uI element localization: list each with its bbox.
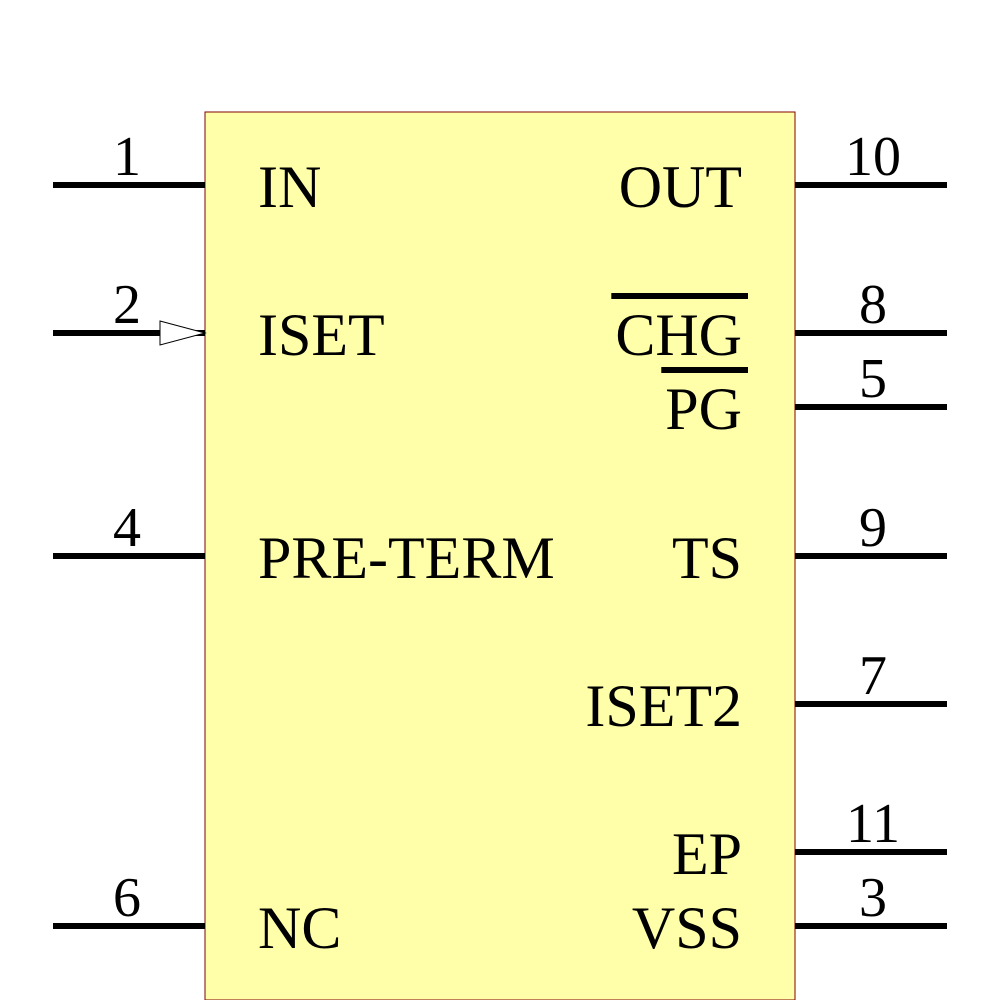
pin-label: IN xyxy=(258,154,321,220)
pin-label: NC xyxy=(258,895,341,961)
pin-label: TS xyxy=(672,525,742,591)
pin-4: 4 PRE-TERM xyxy=(53,497,555,591)
pin-number: 8 xyxy=(859,274,887,336)
pin-label: CHG xyxy=(615,302,742,368)
pin-3: 3 VSS xyxy=(632,867,947,961)
pin-label: OUT xyxy=(619,154,742,220)
pin-number: 4 xyxy=(113,497,141,559)
pin-7: 7 ISET2 xyxy=(585,645,947,739)
pin-number: 10 xyxy=(845,126,901,188)
pin-label: VSS xyxy=(632,895,742,961)
left-pins: 1 IN 2 ISET 4 PRE-TERM 6 NC xyxy=(53,126,555,961)
pin-label: PRE-TERM xyxy=(258,525,555,591)
pin-number: 6 xyxy=(113,867,141,929)
pin-10: 10 OUT xyxy=(619,126,947,220)
pin-number: 9 xyxy=(859,497,887,559)
pin-11: 11 EP xyxy=(672,793,947,887)
pin-number: 1 xyxy=(113,126,141,188)
ic-body xyxy=(204,111,796,1000)
clock-input-marker xyxy=(159,320,207,346)
pin-label: ISET xyxy=(258,302,385,368)
pin-number: 5 xyxy=(859,348,887,410)
pin-number: 2 xyxy=(113,274,141,336)
pin-6: 6 NC xyxy=(53,867,341,961)
pin-9: 9 TS xyxy=(672,497,947,591)
pin-label: EP xyxy=(672,821,742,887)
pin-label: ISET2 xyxy=(585,673,742,739)
pin-5: 5 PG xyxy=(661,348,947,442)
pin-number: 11 xyxy=(846,793,900,855)
pin-2: 2 ISET xyxy=(53,274,385,368)
pin-number: 7 xyxy=(859,645,887,707)
pin-1: 1 IN xyxy=(53,126,321,220)
pin-number: 3 xyxy=(859,867,887,929)
right-pins: 10 OUT 8 CHG 5 PG 9 TS 7 ISET2 11 EP 3 VSS xyxy=(585,126,947,961)
pin-8: 8 CHG xyxy=(611,274,947,368)
pin-label: PG xyxy=(665,376,742,442)
